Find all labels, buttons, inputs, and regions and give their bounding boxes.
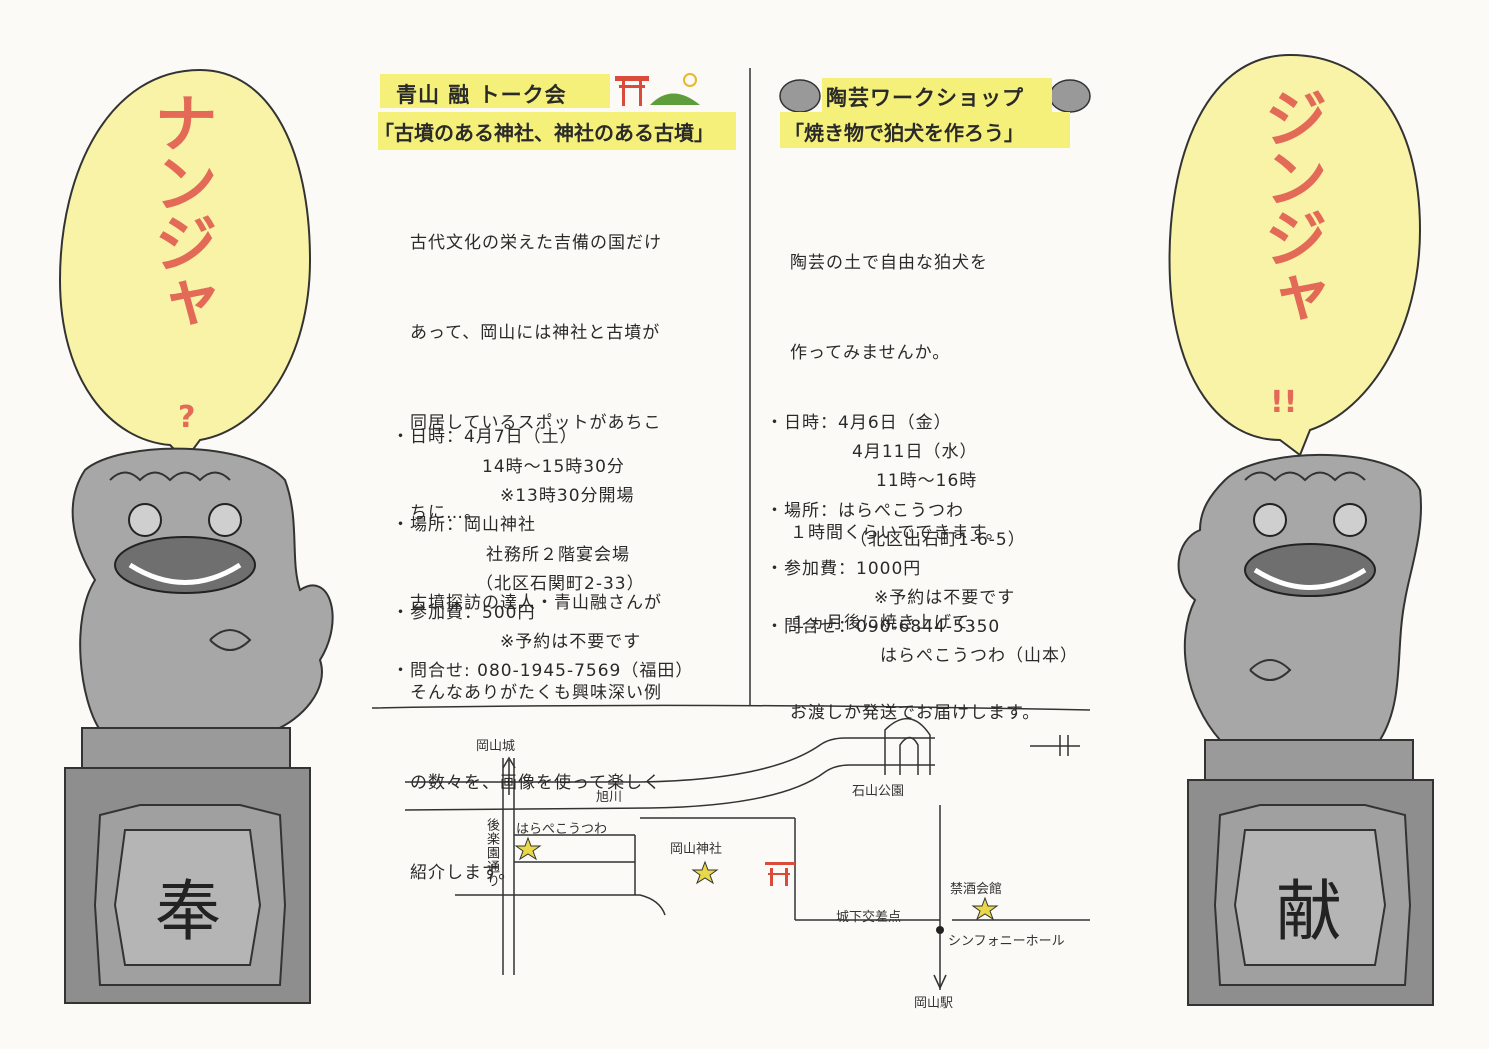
- map-label-shiroshita: 城下交差点: [836, 910, 902, 925]
- workshop-contact: ・問合せ：090-6844-5350: [766, 617, 1001, 637]
- map-label-kinshu-hall: 禁酒会館: [950, 882, 1003, 897]
- left-komainu-illustration: [64, 447, 334, 1004]
- talk-body-line: 古代文化の栄えた吉備の国だけ: [410, 233, 662, 253]
- right-bubble-mark: !!: [1270, 385, 1298, 420]
- map-roads: [404, 718, 1090, 990]
- left-bubble-text: ナンジャ: [143, 90, 217, 330]
- talk-title-highlight: [380, 74, 610, 108]
- workshop-body-line: １ヵ月後に焼き上げて、: [790, 613, 988, 633]
- workshop-body-line: １時間くらいでできます。: [790, 523, 1004, 543]
- talk-address: （北区石関町2-33）: [476, 574, 645, 594]
- map-label-okayama-station: 岡山駅: [914, 996, 954, 1011]
- talk-contact: ・問合せ: 080-1945-7569（福田）: [392, 661, 694, 681]
- talk-open-time: ※13時30分開場: [500, 486, 635, 506]
- talk-body-line: の数々を、画像を使って楽しく: [410, 773, 662, 793]
- map-label-okayama-shrine: 岡山神社: [670, 842, 723, 857]
- map-torii-icon: [765, 862, 795, 886]
- talk-body-line: 同居しているスポットがあちこ: [410, 413, 662, 433]
- symphony-hall-dot: [936, 926, 944, 934]
- map-label-okayama-castle: 岡山城: [476, 739, 516, 754]
- talk-time: 14時～15時30分: [482, 457, 625, 477]
- talk-body-line: そんなありがたくも興味深い例: [410, 683, 662, 703]
- torii-icon: [615, 76, 649, 106]
- talk-body-line: ちに…。: [410, 503, 482, 523]
- talk-subtitle-highlight: [378, 112, 736, 150]
- talk-place-detail: 社務所２階宴会場: [486, 545, 630, 565]
- map-label-korakuen-street: 後楽園通り: [484, 818, 499, 888]
- workshop-body-line: 陶芸の土で自由な狛犬を: [790, 253, 988, 273]
- talk-subtitle: 「古墳のある神社、神社のある古墳」: [374, 121, 714, 145]
- talk-place: ・場所：岡山神社: [392, 515, 536, 535]
- workshop-time: 11時～16時: [876, 471, 978, 491]
- workshop-contact-name: はらぺこうつわ（山本）: [880, 646, 1078, 666]
- workshop-title: 陶芸ワークショップ: [826, 86, 1024, 110]
- talk-body-line: あって、岡山には神社と古墳が: [410, 323, 661, 343]
- left-pedestal-kanji: 奉: [155, 873, 221, 950]
- workshop-subtitle: 「焼き物で狛犬を作ろう」: [784, 121, 1024, 145]
- workshop-fee: ・参加費：1000円: [766, 559, 922, 579]
- map-star-icons: [514, 836, 999, 921]
- talk-date: ・日時：4月7日（土）: [392, 427, 578, 447]
- workshop-title-highlight: [822, 78, 1052, 112]
- mountain-sun-icon: [650, 73, 700, 105]
- workshop-subtitle-highlight: [780, 112, 1070, 148]
- komainu-face-icon-right: [1049, 79, 1091, 113]
- talk-fee: ・参加費：500円: [392, 603, 536, 623]
- workshop-date-1: ・日時：4月6日（金）: [766, 413, 952, 433]
- right-komainu-illustration: [1177, 453, 1434, 1006]
- left-bubble-mark: ?: [178, 400, 196, 435]
- workshop-date-2: 4月11日（水）: [852, 442, 978, 462]
- talk-title: 青山 融 トーク会: [396, 83, 567, 107]
- talk-description: 古代文化の栄えた吉備の国だけ あって、岡山には神社と古墳が 同居しているスポット…: [410, 168, 662, 918]
- workshop-description: 陶芸の土で自由な狛犬を 作ってみませんか。 １時間くらいでできます。 １ヵ月後に…: [790, 188, 1040, 758]
- talk-body-line: 古墳探訪の達人・青山融さんが: [410, 593, 662, 613]
- workshop-body-line: お渡しか発送でお届けします。: [790, 703, 1041, 723]
- workshop-place: ・場所：はらぺこうつわ: [766, 501, 964, 521]
- map-label-asahi-river: 旭川: [596, 790, 623, 805]
- workshop-address: （北区出石町1-6-5）: [850, 530, 1026, 550]
- workshop-body-line: 作ってみませんか。: [790, 343, 951, 363]
- map-label-harapeko: はらぺこうつわ: [516, 822, 608, 837]
- right-bubble-text: ジンジャ: [1253, 85, 1327, 325]
- talk-body-line: 紹介します。: [410, 863, 517, 883]
- right-pedestal-kanji: 献: [1276, 873, 1342, 950]
- talk-reservation-note: ※予約は不要です: [500, 632, 642, 652]
- map-border: [371, 704, 1091, 711]
- map-label-symphony-hall: シンフォニーホール: [948, 934, 1065, 949]
- komainu-face-icon-left: [779, 79, 821, 113]
- workshop-reservation-note: ※予約は不要です: [874, 588, 1016, 608]
- map-label-ishiyama-park: 石山公園: [852, 784, 905, 799]
